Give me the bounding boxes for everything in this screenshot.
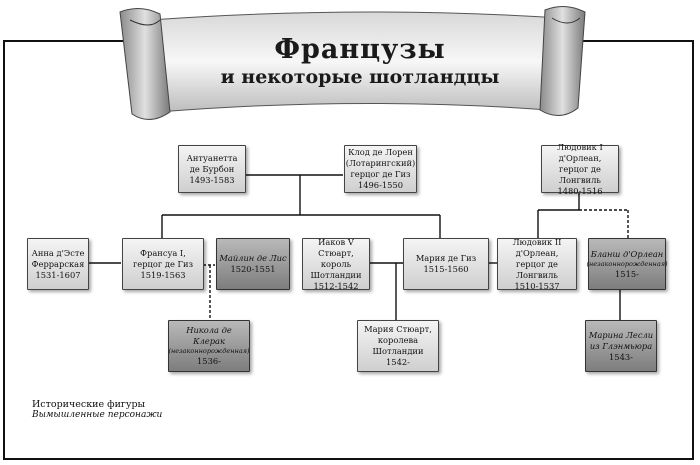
person-louis-i-dorleans: Людовик I д'Орлеан, герцог де Лонгвиль 1…: [541, 141, 619, 196]
person-note: (незаконнорожденная): [168, 347, 250, 355]
person-name: Людовик I д'Орлеан,: [557, 141, 603, 163]
person-name: Майлин де Лис: [219, 253, 287, 263]
person-name: Клод де Лорен: [348, 147, 413, 157]
person-dates: 1542-: [386, 357, 410, 367]
person-name: Антуанетта: [186, 152, 238, 163]
person-name: Никола де Клерак: [186, 325, 232, 346]
page-subtitle: и некоторые шотландцы: [220, 66, 500, 88]
person-title: герцог де Гиз: [132, 258, 194, 269]
person-title: Феррарская: [31, 258, 85, 269]
person-name: Анна д'Эсте: [31, 247, 85, 258]
person-louis-ii-dorleans: Людовик II д'Орлеан, герцог де Лонгвиль …: [497, 236, 577, 291]
legend-historical: Исторические фигуры: [32, 399, 146, 410]
person-antoinette-de-bourbon: Антуанетта де Бурбон 1493-1583: [178, 145, 246, 193]
person-title: герцог де Гиз: [350, 169, 411, 179]
person-dates: 1519-1563: [140, 269, 186, 280]
person-name: Мария де Гиз: [415, 253, 477, 263]
person-title: герцог де Лонгвиль: [559, 163, 601, 185]
page-title: Французы: [274, 34, 446, 65]
person-marie-de-guise: Мария де Гиз 1515-1560: [403, 238, 489, 290]
person-nicola-de-clerac: Никола де Клерак (незаконнорожденная) 15…: [168, 320, 250, 372]
person-dates: 1520-1551: [230, 264, 276, 274]
person-name: Франсуа I,: [140, 247, 186, 258]
person-anna-deste: Анна д'Эсте Феррарская 1531-1607: [27, 238, 89, 290]
person-note: (незаконнорожденная): [586, 259, 668, 268]
legend-fictional: Вымышленные персонажи: [32, 410, 163, 420]
person-name: Бланш д'Орлеан: [590, 248, 664, 259]
person-name: Иаков V Стюарт,: [318, 236, 354, 258]
person-title: де Бурбон: [189, 163, 235, 174]
person-title: из Глэнмьюра: [589, 340, 653, 351]
person-title: (Лотарингский): [345, 158, 416, 168]
person-dates: 1515-1560: [423, 264, 469, 274]
person-dates: 1531-1607: [35, 269, 81, 280]
person-james-v-stuart: Иаков V Стюарт, король Шотландии 1512-15…: [302, 236, 370, 291]
person-marina-leslie: Марина Лесли из Глэнмьюра 1543-: [585, 320, 657, 372]
person-claude-de-lorraine: Клод де Лорен (Лотарингский) герцог де Г…: [344, 145, 417, 193]
person-dates: 1480-1516: [557, 185, 603, 196]
person-title: герцог де Лонгвиль: [516, 258, 558, 280]
person-mary-stuart: Мария Стюарт, королева Шотландии 1542-: [357, 320, 439, 372]
person-maylin-de-lis: Майлин де Лис 1520-1551: [216, 238, 290, 290]
person-francois-i-duc-de-guise: Франсуа I, герцог де Гиз 1519-1563: [122, 238, 204, 290]
person-blanche-dorleans: Бланш д'Орлеан (незаконнорожденная) 1515…: [586, 238, 668, 290]
title-scroll-banner: [119, 6, 586, 120]
person-dates: 1493-1583: [189, 174, 235, 185]
person-title: королева Шотландии: [372, 335, 424, 356]
person-dates: 1543-: [609, 351, 633, 362]
person-name: Марина Лесли: [588, 329, 654, 340]
person-dates: 1515-: [615, 268, 639, 279]
person-dates: 1496-1550: [357, 180, 404, 190]
person-dates: 1510-1537: [514, 280, 560, 291]
person-title: король Шотландии: [310, 258, 362, 280]
person-dates: 1512-1542: [313, 280, 359, 291]
person-name: Мария Стюарт,: [364, 324, 432, 334]
person-name: Людовик II д'Орлеан,: [512, 236, 562, 258]
person-dates: 1536-: [197, 356, 221, 366]
